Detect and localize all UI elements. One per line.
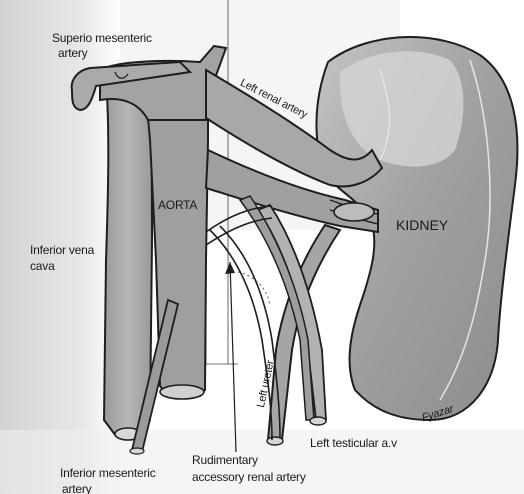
label-inferior-vena-cava-2: cava bbox=[30, 259, 55, 273]
label-rudimentary: Rudimentary bbox=[192, 453, 258, 467]
label-superior-mesenteric-2: artery bbox=[58, 46, 87, 60]
label-inferior-mesenteric: Inferior mesenteric bbox=[60, 466, 156, 480]
inferior-vena-cava bbox=[104, 80, 152, 436]
label-aorta: AORTA bbox=[158, 198, 197, 212]
aorta-end bbox=[160, 385, 204, 399]
im-artery-end bbox=[130, 448, 144, 454]
ureter-end bbox=[267, 437, 283, 445]
label-inferior-vena-cava: Inferior vena bbox=[30, 243, 94, 257]
testicular-end bbox=[310, 417, 326, 425]
label-left-testicular: Left testicular a.v bbox=[310, 436, 397, 450]
label-rudimentary-2: accessory renal artery bbox=[192, 470, 306, 484]
label-superior-mesenteric: Superio mesenteric bbox=[52, 31, 152, 45]
label-kidney: KIDNEY bbox=[396, 218, 448, 232]
hilum-end bbox=[334, 203, 374, 221]
label-inferior-mesenteric-2: artery bbox=[62, 482, 91, 494]
